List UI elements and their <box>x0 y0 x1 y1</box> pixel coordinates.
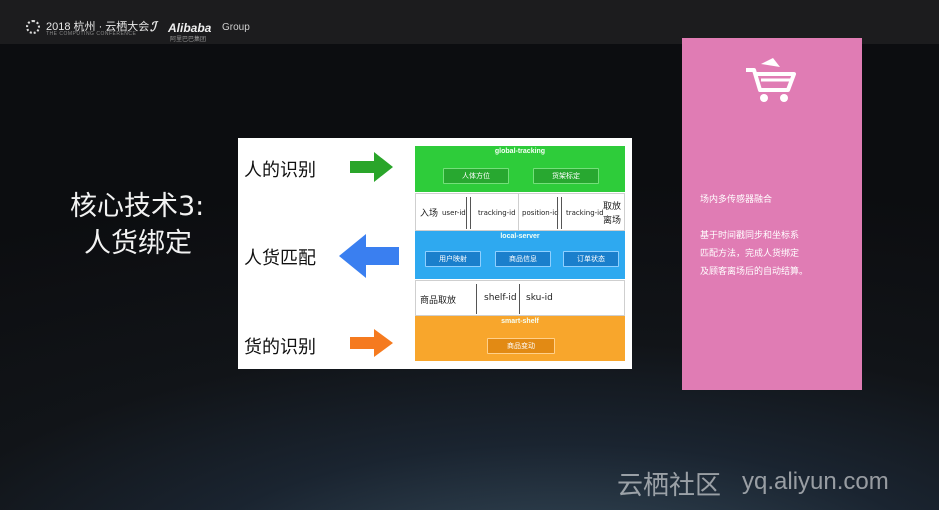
conference-subtitle: THE COMPUTING CONFERENCE <box>46 31 137 37</box>
vertical-arrow-line <box>557 197 558 229</box>
arrow-right-orange-icon <box>350 329 393 357</box>
chip-shelf-calibration: 货架标定 <box>533 168 599 184</box>
brand-name: Alibaba <box>168 21 212 35</box>
arrow-right-green-icon <box>350 152 393 182</box>
vertical-arrow-line <box>466 197 467 229</box>
label-product-pick: 商品取放 <box>420 296 457 306</box>
slide-title-line1: 核心技术3: <box>70 191 205 222</box>
tracking-id-row: 入场 user-id tracking-id position-id track… <box>415 193 625 231</box>
id-user: user-id <box>442 209 466 217</box>
vertical-arrow-line <box>561 197 562 229</box>
vertical-arrow-line <box>519 284 520 314</box>
id-tracking-2: tracking-id <box>566 209 604 217</box>
header-bar: 2018 杭州 · 云栖大会 THE COMPUTING CONFERENCE … <box>0 0 939 44</box>
side-info-panel: 场内多传感器融合 基于时间戳同步和坐标系 匹配方法，完成人货绑定 及顾客离场后的… <box>682 38 862 390</box>
conference-logo-icon <box>26 20 40 34</box>
brand-subtitle: 阿里巴巴集团 <box>170 37 207 43</box>
label-pick-place: 取放 <box>603 202 622 212</box>
conference-name: 2018 杭州 · 云栖大会 <box>46 21 150 33</box>
id-sku: sku-id <box>526 293 553 303</box>
id-tracking: tracking-id <box>478 209 516 217</box>
vertical-arrow-line <box>476 284 477 314</box>
shopping-cart-icon <box>746 58 796 102</box>
diagram-panel: 人的识别 人货匹配 货的识别 global-tracking 人体方位 货架标定… <box>238 138 632 369</box>
chip-order-status: 订单状态 <box>563 251 619 267</box>
divider <box>518 194 519 230</box>
row-label-person: 人的识别 <box>244 160 316 181</box>
row-label-goods: 货的识别 <box>244 337 316 358</box>
vertical-arrow-line <box>470 197 471 229</box>
side-panel-line-2: 匹配方法，完成人货绑定 <box>700 249 800 259</box>
chip-body-position: 人体方位 <box>443 168 509 184</box>
local-server-block: local-server 用户映射 商品信息 订单状态 <box>415 231 625 279</box>
side-panel-line-3: 及顾客离场后的自动结算。 <box>700 267 809 277</box>
id-shelf: shelf-id <box>484 293 517 303</box>
global-tracking-title: global-tracking <box>494 148 546 155</box>
chip-user-mapping: 用户映射 <box>425 251 481 267</box>
smart-shelf-title: smart-shelf <box>501 318 539 325</box>
global-tracking-block: global-tracking 人体方位 货架标定 <box>415 146 625 192</box>
row-label-match: 人货匹配 <box>244 248 316 269</box>
chip-product-change: 商品变动 <box>487 338 555 354</box>
watermark-cn: 云栖社区 <box>617 471 722 501</box>
slide-title-line2: 人货绑定 <box>84 228 192 259</box>
side-panel-heading: 场内多传感器融合 <box>700 195 773 205</box>
smart-shelf-block: smart-shelf 商品变动 <box>415 316 625 361</box>
local-server-title: local-server <box>500 233 540 240</box>
side-panel-line-1: 基于时间戳同步和坐标系 <box>700 231 800 241</box>
label-enter: 入场 <box>420 209 439 219</box>
label-exit: 离场 <box>603 216 622 226</box>
product-id-row: 商品取放 shelf-id sku-id <box>415 280 625 316</box>
arrow-left-blue-icon <box>339 234 399 278</box>
alibaba-logo-icon: ℐ <box>150 19 157 34</box>
chip-product-info: 商品信息 <box>495 251 551 267</box>
watermark-url: yq.aliyun.com <box>742 468 889 495</box>
brand-group: Group <box>222 22 250 33</box>
id-position: position-id <box>522 209 559 217</box>
